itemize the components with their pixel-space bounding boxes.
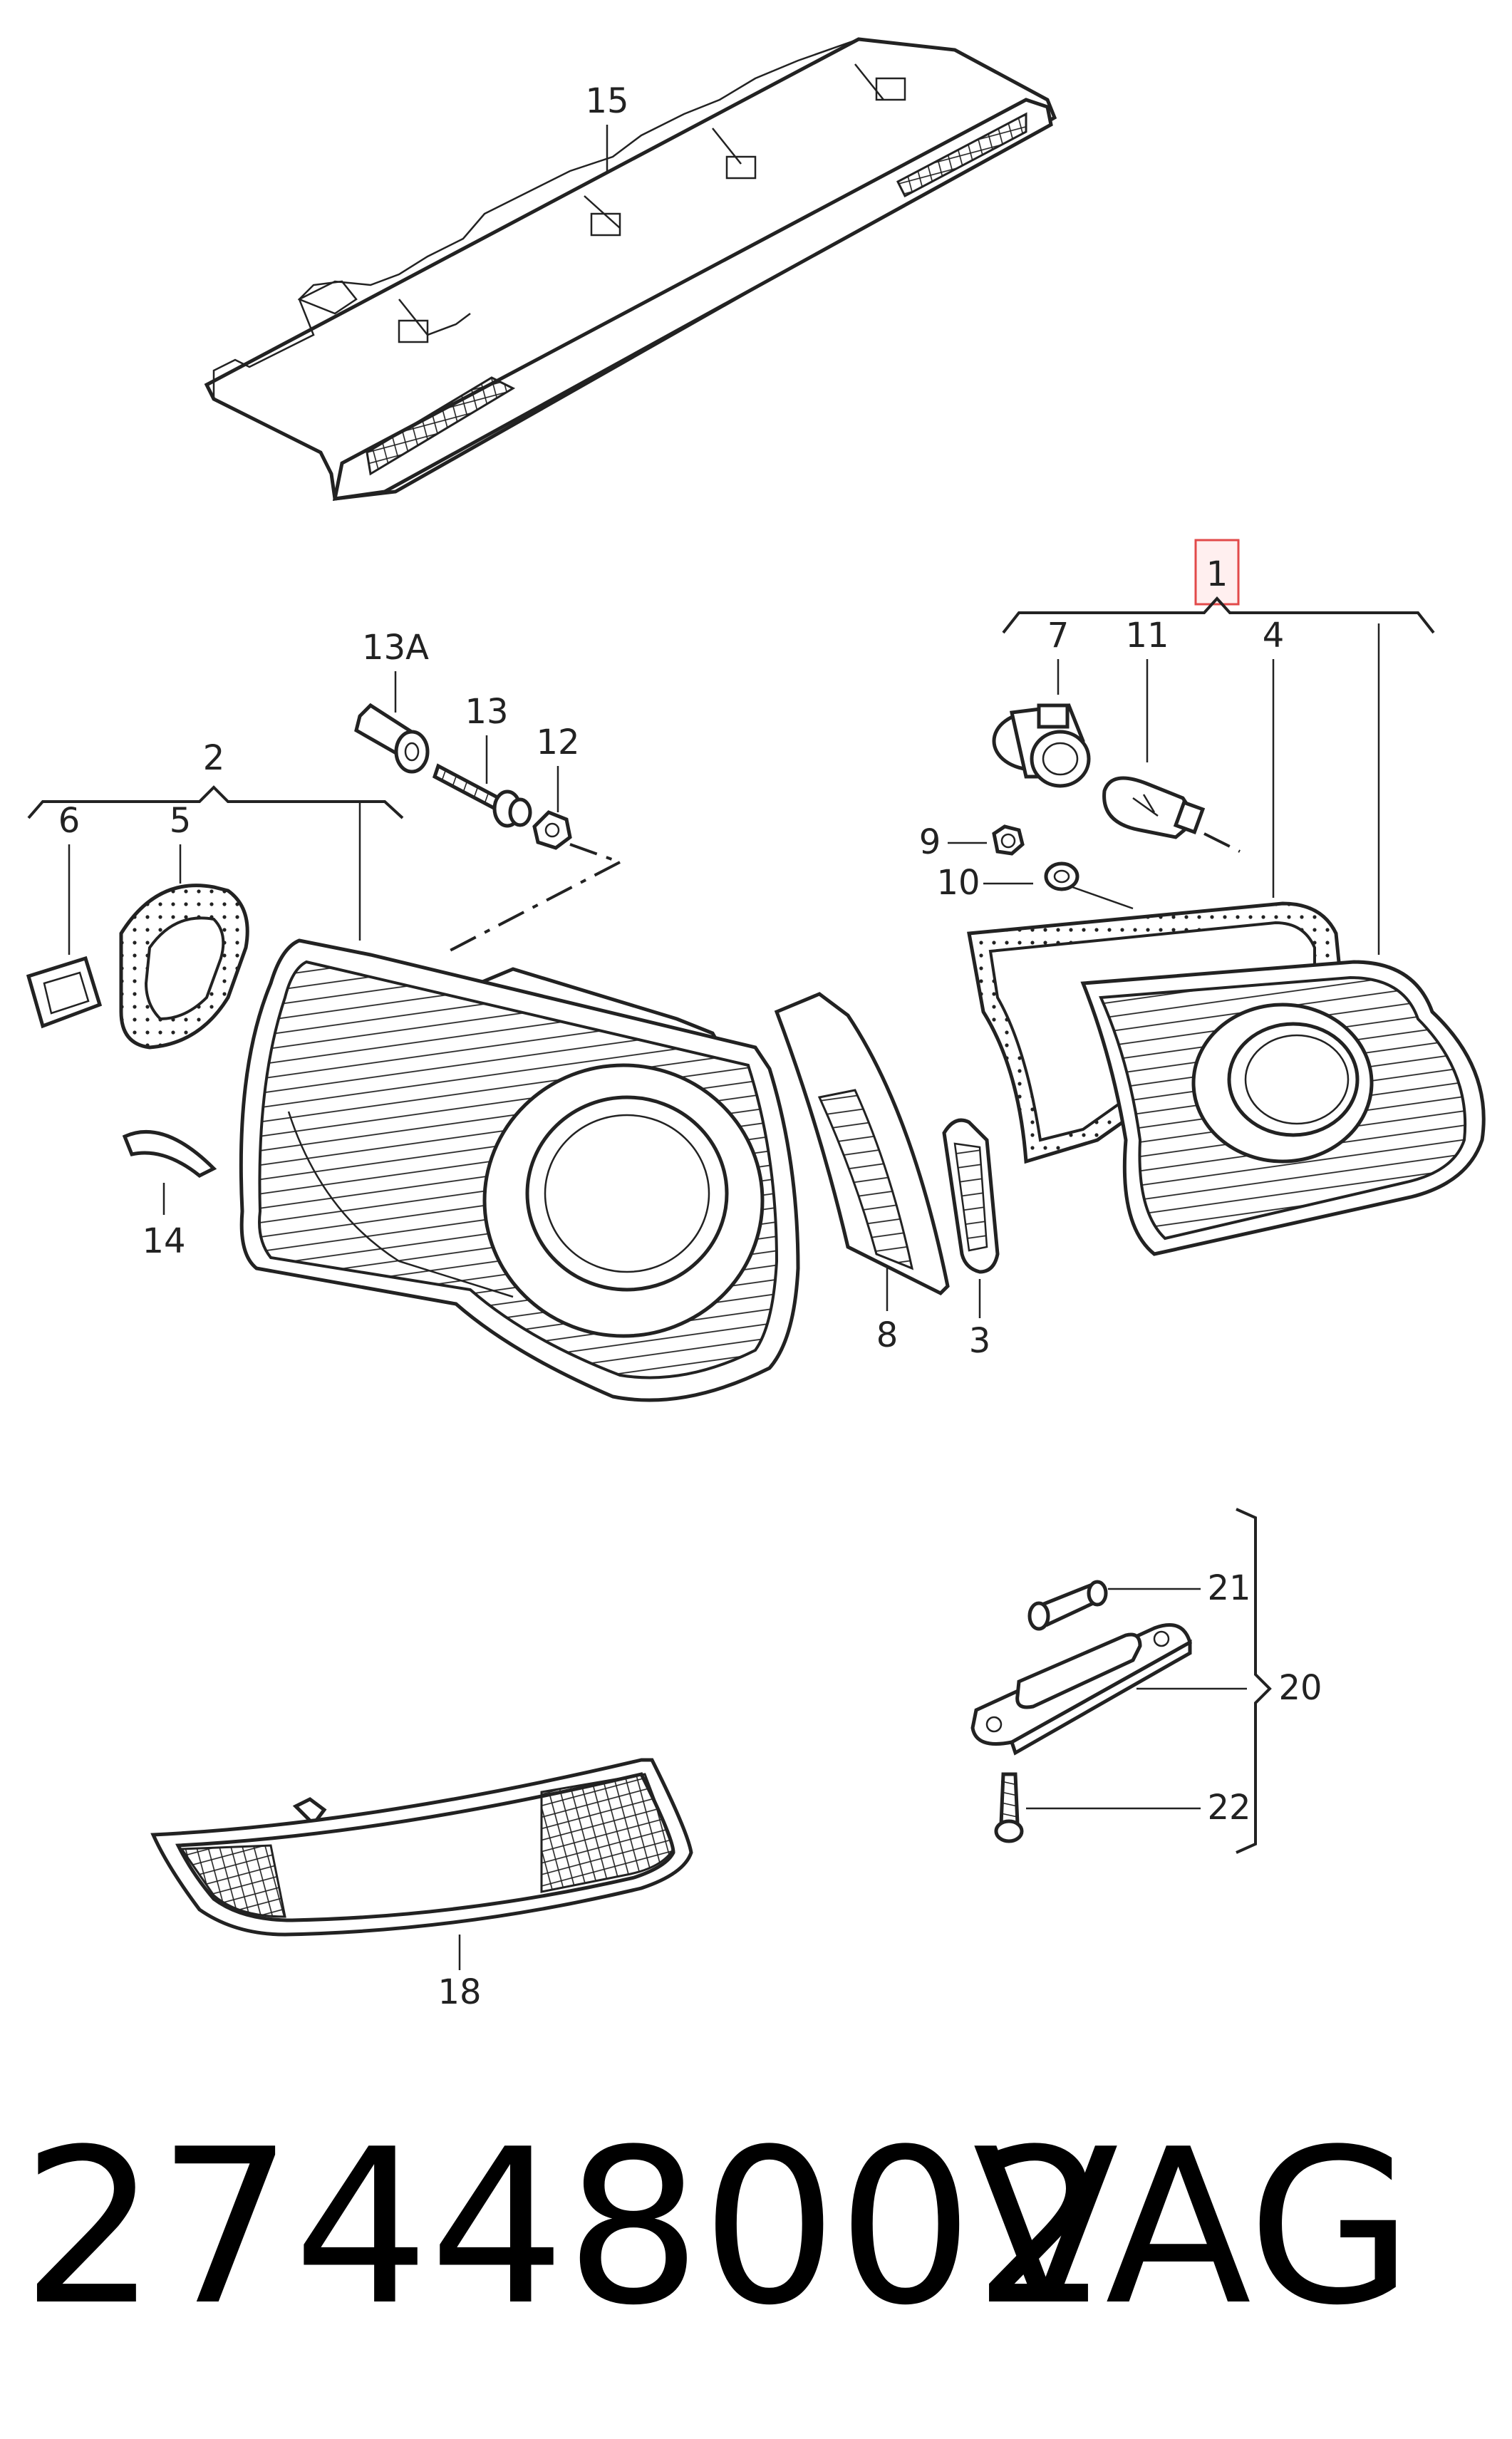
callout-5: 5 <box>170 801 192 841</box>
callout-7: 7 <box>1047 616 1070 656</box>
callout-1-highlight <box>1194 539 1240 606</box>
callout-8: 8 <box>876 1315 899 1355</box>
brand-name: VAG <box>973 2103 1413 2352</box>
callout-1: 1 <box>1206 554 1228 594</box>
callout-15: 15 <box>585 81 628 121</box>
callout-18: 18 <box>437 1972 481 2012</box>
callout-21: 21 <box>1207 1568 1250 1608</box>
bulb-11 <box>1102 776 1206 839</box>
trim-14 <box>122 1130 217 1178</box>
washer-10 <box>1044 861 1079 891</box>
reflector-3 <box>942 1118 1000 1274</box>
nut-9 <box>992 824 1025 856</box>
plate-light-housing-20 <box>970 1623 1192 1756</box>
nut-12 <box>532 810 572 850</box>
expansion-nut-13a <box>354 703 430 774</box>
inner-tail-light-1 <box>1080 960 1486 1256</box>
callout-13a: 13A <box>362 628 429 668</box>
bracket-1 <box>1002 596 1435 634</box>
callout-4: 4 <box>1263 616 1285 656</box>
bracket-20 <box>1236 1508 1272 1854</box>
grommet-6 <box>26 956 103 1029</box>
bulb-holder-7 <box>992 703 1091 788</box>
reflector-18 <box>150 1758 693 1937</box>
bulb-21 <box>1027 1580 1108 1631</box>
callout-13: 13 <box>465 692 508 732</box>
reflector-8 <box>774 992 950 1296</box>
bracket-2 <box>27 785 404 819</box>
callout-22: 22 <box>1207 1788 1250 1828</box>
part-number: 27448002 <box>21 2103 1109 2352</box>
brake-light-15 <box>204 37 1057 501</box>
outer-tail-light-2 <box>239 938 800 1402</box>
callout-3: 3 <box>969 1321 991 1361</box>
gasket-5 <box>119 884 249 1050</box>
screw-13 <box>432 763 532 828</box>
screw-22 <box>994 1772 1024 1843</box>
callout-9: 9 <box>919 822 941 862</box>
callout-2: 2 <box>203 738 225 778</box>
callout-12: 12 <box>536 723 579 762</box>
callout-20: 20 <box>1278 1668 1322 1708</box>
callout-14: 14 <box>142 1221 185 1261</box>
callout-6: 6 <box>58 801 81 841</box>
callout-11: 11 <box>1125 616 1169 656</box>
callout-10: 10 <box>936 863 980 903</box>
